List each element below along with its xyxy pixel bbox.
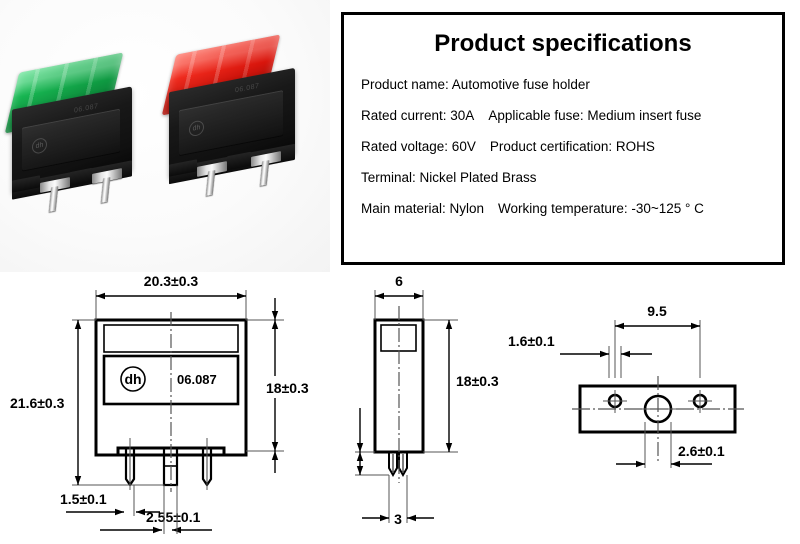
front-view-body-height-dim: 18±0.3 [266, 380, 309, 396]
spec-terminal: Terminal: Nickel Plated Brass [361, 170, 537, 185]
technical-drawings: dh 06.087 [0, 268, 800, 544]
green-fuse-holder: dh 06.087 [4, 52, 168, 236]
bottom-view-small-hole-dim: 1.6±0.1 [508, 333, 555, 349]
front-view-total-height-dim: 21.6±0.3 [10, 395, 65, 411]
front-view-pin-offset-dim: 1.5±0.1 [60, 491, 107, 507]
product-specifications-box: Product specifications Product name: Aut… [341, 12, 785, 265]
bottom-view-large-hole-dim: 2.6±0.1 [678, 443, 725, 459]
front-view-pin-gap-dim: 2.55±0.1 [146, 509, 201, 525]
spec-working-temperature: Working temperature: -30~125 ° C [498, 201, 704, 216]
page-title: Product specifications [434, 30, 692, 57]
spec-row-terminal: Terminal: Nickel Plated Brass [344, 170, 782, 185]
red-fuse-holder: dh 06.087 [161, 34, 328, 222]
front-view: dh 06.087 [10, 273, 309, 534]
red-holder-marking: 06.087 [235, 82, 260, 95]
side-view-width-dim: 6 [395, 273, 403, 289]
side-view: 6 18±0.3 3 [355, 273, 499, 527]
spec-product-name: Product name: Automotive fuse holder [361, 77, 590, 92]
front-view-width-dim: 20.3±0.3 [144, 273, 199, 289]
front-view-marking: 06.087 [177, 372, 217, 387]
green-pin-1 [48, 186, 59, 212]
spec-rated-current: Rated current: 30A [361, 108, 475, 123]
red-pin-2 [259, 160, 270, 186]
product-photo: dh 06.087 dh 06.087 [0, 0, 330, 272]
spec-main-material: Main material: Nylon [361, 201, 485, 216]
red-pin-1 [205, 170, 216, 196]
spec-row-rated-current: Rated current: 30A Applicable fuse: Medi… [344, 108, 782, 123]
spec-row-rated-voltage: Rated voltage: 60V Product certification… [344, 139, 782, 154]
side-view-height-dim: 18±0.3 [456, 373, 499, 389]
front-view-logo: dh [124, 371, 141, 387]
spec-row-product-name: Product name: Automotive fuse holder [344, 77, 782, 92]
spec-row-main-material: Main material: Nylon Working temperature… [344, 201, 782, 216]
drawings-svg: dh 06.087 [10, 273, 744, 534]
green-pin-2 [100, 177, 111, 203]
spec-rated-voltage: Rated voltage: 60V [361, 139, 476, 154]
spec-applicable-fuse: Applicable fuse: Medium insert fuse [488, 108, 702, 123]
bottom-view: 9.5 1.6±0.1 2.6±0.1 [508, 303, 744, 468]
bottom-view-hole-spacing-dim: 9.5 [647, 303, 667, 319]
side-view-pin-width-dim: 3 [394, 511, 402, 527]
spec-certification: Product certification: ROHS [489, 139, 655, 154]
